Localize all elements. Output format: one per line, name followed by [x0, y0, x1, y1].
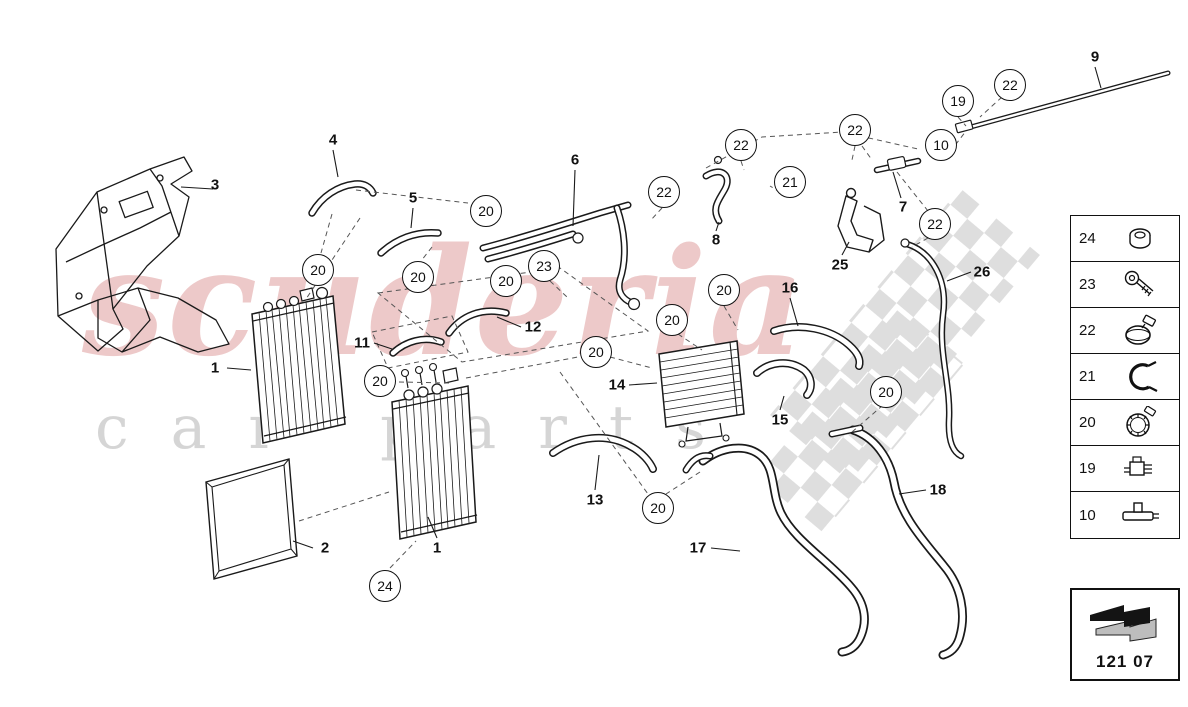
worm-clamp-icon	[1105, 405, 1175, 440]
banjo-bolt-icon	[1105, 268, 1175, 302]
legend-item-19: 19	[1071, 446, 1179, 492]
legend-item-number: 20	[1079, 414, 1096, 431]
spring-clip-icon	[1105, 360, 1175, 394]
hoses-and-pipes	[308, 70, 1171, 660]
plug-icon	[1105, 222, 1175, 256]
radiator-part-1-center	[391, 362, 478, 540]
label-leader-lines	[180, 66, 1102, 552]
checker-flag-decoration	[757, 188, 1040, 533]
legend-item-number: 19	[1079, 460, 1096, 477]
diagram-nav-box: 121 07	[1070, 588, 1180, 681]
legend-item-number: 22	[1079, 322, 1096, 339]
legend-item-number: 10	[1079, 506, 1096, 524]
legend-item-24: 24	[1071, 216, 1179, 262]
radiator-part-1-left	[251, 286, 347, 444]
legend-item-number: 21	[1079, 368, 1096, 385]
legend-item-10: 10	[1071, 492, 1179, 538]
bracket-part-25	[837, 187, 885, 253]
direction-arrow-icon	[1090, 605, 1157, 642]
diagram-code: 121 07	[1096, 652, 1154, 671]
connector-icon	[1105, 452, 1175, 486]
bracket-part-3	[55, 156, 230, 353]
small-fittings	[572, 119, 974, 311]
hose-clamp-icon	[1105, 314, 1175, 348]
legend-item-21: 21	[1071, 354, 1179, 400]
t-piece-icon	[1105, 498, 1175, 532]
legend-item-22: 22	[1071, 308, 1179, 354]
legend-item-23: 23	[1071, 262, 1179, 308]
legend-column: 24 23 22 21 20 19 10	[1070, 215, 1180, 539]
legend-item-20: 20	[1071, 400, 1179, 446]
oil-cooler-part-14	[658, 340, 745, 448]
condenser-part-2	[205, 458, 298, 580]
legend-item-number: 23	[1079, 276, 1096, 293]
legend-item-number: 24	[1079, 230, 1096, 247]
